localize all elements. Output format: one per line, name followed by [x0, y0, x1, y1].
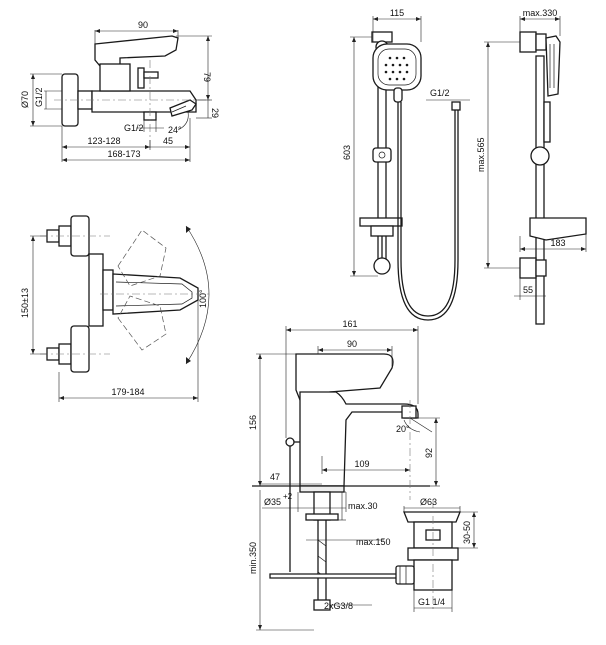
dim-angle-24: 24°	[168, 125, 182, 135]
dim-183: 183	[550, 238, 565, 248]
dim-29: 29	[210, 108, 220, 118]
dim-179-184: 179-184	[111, 387, 144, 397]
dim-45: 45	[163, 136, 173, 146]
shower-set-side-view: max.330 max.565 183 55	[476, 8, 587, 325]
dim-angle-100: 100°	[198, 289, 208, 308]
bath-mixer-top-view: 150±13 100° 179-184	[20, 215, 210, 402]
dim-diameter-35: Ø35	[264, 497, 281, 507]
dim-diameter-63: Ø63	[420, 497, 437, 507]
basin-mixer-view: 161 90 156 20° 109 92 47	[248, 319, 440, 631]
dim-basin-90: 90	[347, 339, 357, 349]
dim-max-330: max.330	[523, 8, 558, 18]
dim-55: 55	[523, 285, 533, 295]
dim-123-128: 123-128	[87, 136, 120, 146]
dim-max-565: max.565	[476, 137, 486, 172]
dim-30-50: 30-50	[462, 521, 472, 544]
dim-90: 90	[138, 20, 148, 30]
dim-angle-20: 20°	[396, 424, 410, 434]
dim-150-13: 150±13	[20, 288, 30, 318]
dim-waste-thread: G1 1/4	[418, 597, 445, 607]
dim-115: 115	[390, 8, 404, 18]
dim-diameter-70: Ø70	[20, 91, 30, 108]
dim-168-173: 168-173	[107, 149, 140, 159]
dim-hose-thread: 2xG3/8	[324, 601, 353, 611]
dim-thread-left: G1/2	[34, 87, 44, 107]
dim-161: 161	[342, 319, 357, 329]
bath-mixer-side-view: 90 79 29 Ø70 G1/2 G1/2 24°	[20, 20, 220, 162]
dim-hose-thread: G1/2	[430, 88, 450, 98]
dim-diameter-35-tolerance: +2	[283, 492, 293, 501]
dim-max-150: max.150	[356, 537, 391, 547]
dim-47: 47	[270, 472, 280, 482]
dim-79: 79	[202, 72, 212, 82]
dim-109: 109	[354, 459, 369, 469]
dim-92: 92	[424, 448, 434, 458]
shower-set-front-view: 115 603 G1/2	[342, 8, 470, 321]
dim-156: 156	[248, 415, 258, 430]
pop-up-waste-view: Ø63 30-50 G1 1/4	[395, 497, 478, 612]
dim-thread-bottom: G1/2	[124, 123, 144, 133]
dim-max-30: max.30	[348, 501, 378, 511]
dim-min-350: min.350	[248, 542, 258, 574]
dim-603: 603	[342, 145, 352, 160]
